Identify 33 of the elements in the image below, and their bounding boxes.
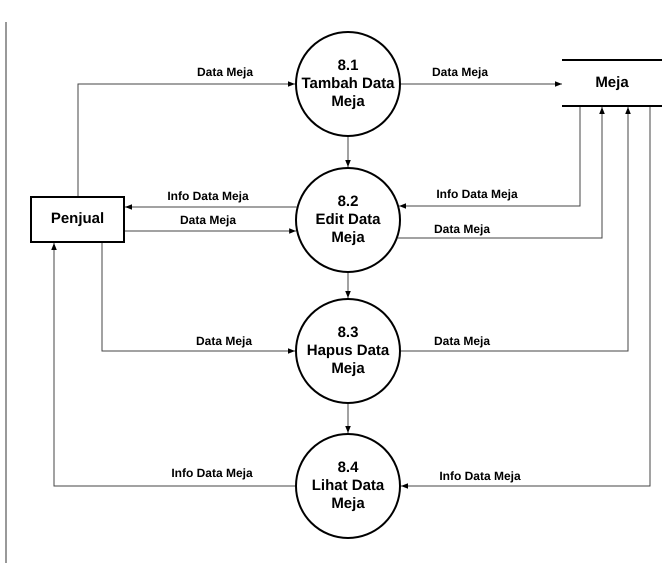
process-number: 8.3 (336, 324, 360, 342)
edge-label: Info Data Meja (169, 466, 255, 480)
arrow (400, 81, 562, 87)
edge-label: Data Meja (194, 65, 256, 79)
arrow (102, 242, 296, 354)
entity-name: Penjual (50, 209, 104, 230)
arrow (51, 242, 296, 486)
edge-label: Data Meja (194, 334, 254, 348)
process-number: 8.1 (336, 57, 360, 75)
process-number: 8.2 (336, 193, 360, 211)
arrow (400, 106, 631, 352)
edge-label: Data Meja (432, 334, 492, 348)
arrow (345, 272, 351, 298)
edge-label: Data Meja (430, 65, 490, 79)
process-name: Hapus Data Meja (306, 342, 390, 378)
entity-box (30, 196, 125, 243)
edge-label: Data Meja (432, 222, 492, 236)
arrow (124, 228, 297, 234)
arrow (78, 81, 296, 196)
arrow (400, 106, 650, 489)
process-name: Edit Data Meja (314, 211, 382, 247)
arrow (397, 106, 605, 238)
store-name: Meja (595, 72, 629, 93)
edge-label: Info Data Meja (434, 187, 520, 201)
edge-label: Info Data Meja (165, 189, 251, 203)
process-name: Lihat Data Meja (310, 477, 386, 513)
arrow (345, 404, 351, 434)
process-number: 8.4 (336, 459, 360, 477)
edge-label: Data Meja (178, 213, 238, 227)
arrow (345, 136, 351, 168)
arrow (124, 204, 298, 210)
process-name: Tambah Data Meja (300, 75, 396, 111)
edge-label: Info Data Meja (437, 469, 523, 483)
